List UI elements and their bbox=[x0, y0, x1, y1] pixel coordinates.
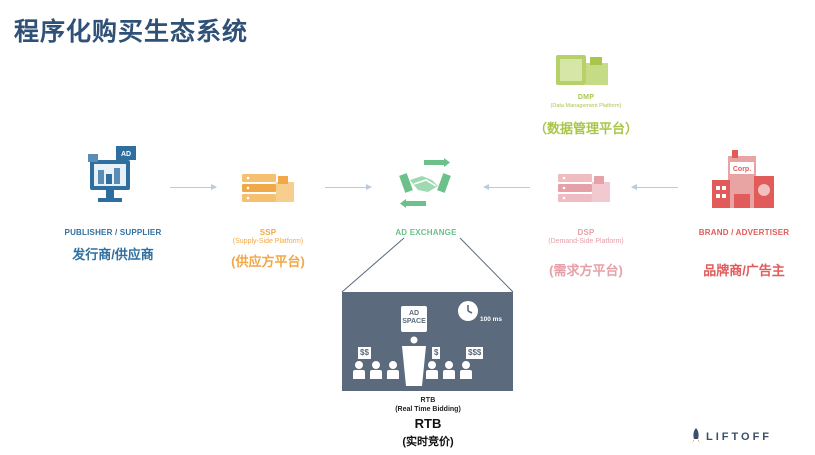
dsp-cn-label: (需求方平台) bbox=[549, 263, 623, 278]
database-box-icon bbox=[556, 55, 608, 85]
publisher-label: PUBLISHER / SUPPLIER bbox=[64, 228, 162, 237]
arrow-dsp-to-exchange bbox=[483, 184, 530, 190]
liftoff-logo-text: LIFTOFF bbox=[706, 431, 773, 443]
server-stack-icon bbox=[558, 174, 610, 202]
ssp-sub-label: (Supply-Side Platform) bbox=[232, 238, 304, 245]
bidder-icon bbox=[353, 361, 365, 379]
rtb-sub-label: (Real Time Bidding) bbox=[395, 406, 461, 413]
page-title: 程序化购买生态系统 bbox=[14, 18, 249, 46]
dmp-sub-label: (Data Management Platform) bbox=[550, 103, 622, 109]
svg-text:AD: AD bbox=[121, 151, 131, 158]
rtb-label: RTB bbox=[420, 397, 436, 404]
bidder-icon bbox=[426, 361, 438, 379]
ssp-label: SSP bbox=[259, 228, 277, 237]
monitor-ad-icon: AD bbox=[88, 146, 136, 202]
rtb-cn-sub: (实时竞价) bbox=[402, 436, 454, 448]
bidder-icon bbox=[460, 361, 472, 379]
bid-tag-middle: $ bbox=[432, 347, 441, 359]
svg-text:Corp.: Corp. bbox=[733, 166, 751, 173]
brand-label: BRAND / ADVERTISER bbox=[698, 228, 790, 237]
bidder-icon bbox=[387, 361, 399, 379]
server-stack-icon bbox=[242, 174, 294, 202]
dsp-label: DSP bbox=[577, 228, 595, 237]
ssp-cn-label: (供应方平台) bbox=[231, 254, 305, 269]
bidder-icon bbox=[443, 361, 455, 379]
timer-label: 100 ms bbox=[480, 316, 503, 323]
dmp-cn-label: （数据管理平台） bbox=[533, 121, 638, 136]
bid-tag-left: $$ bbox=[358, 347, 371, 359]
brand-cn-label: 品牌商/广告主 bbox=[703, 263, 785, 278]
bid-tag-right: $$$ bbox=[466, 347, 484, 359]
arrow-brand-to-dsp bbox=[631, 184, 678, 190]
handshake-icon bbox=[399, 158, 451, 208]
building-icon: Corp. bbox=[712, 150, 774, 208]
clock-icon bbox=[458, 301, 478, 321]
rocket-logo-icon bbox=[692, 428, 700, 443]
publisher-cn-label: 发行商/供应商 bbox=[72, 247, 154, 262]
auctioneer-podium-icon bbox=[402, 336, 426, 386]
exchange-label: AD EXCHANGE bbox=[395, 228, 457, 237]
arrow-publisher-to-ssp bbox=[170, 184, 217, 190]
arrow-ssp-to-exchange bbox=[325, 184, 372, 190]
bidder-icon bbox=[370, 361, 382, 379]
dmp-label: DMP bbox=[577, 94, 595, 101]
dsp-sub-label: (Demand-Side Platform) bbox=[548, 238, 624, 245]
rtb-cn-title: RTB bbox=[414, 416, 442, 431]
